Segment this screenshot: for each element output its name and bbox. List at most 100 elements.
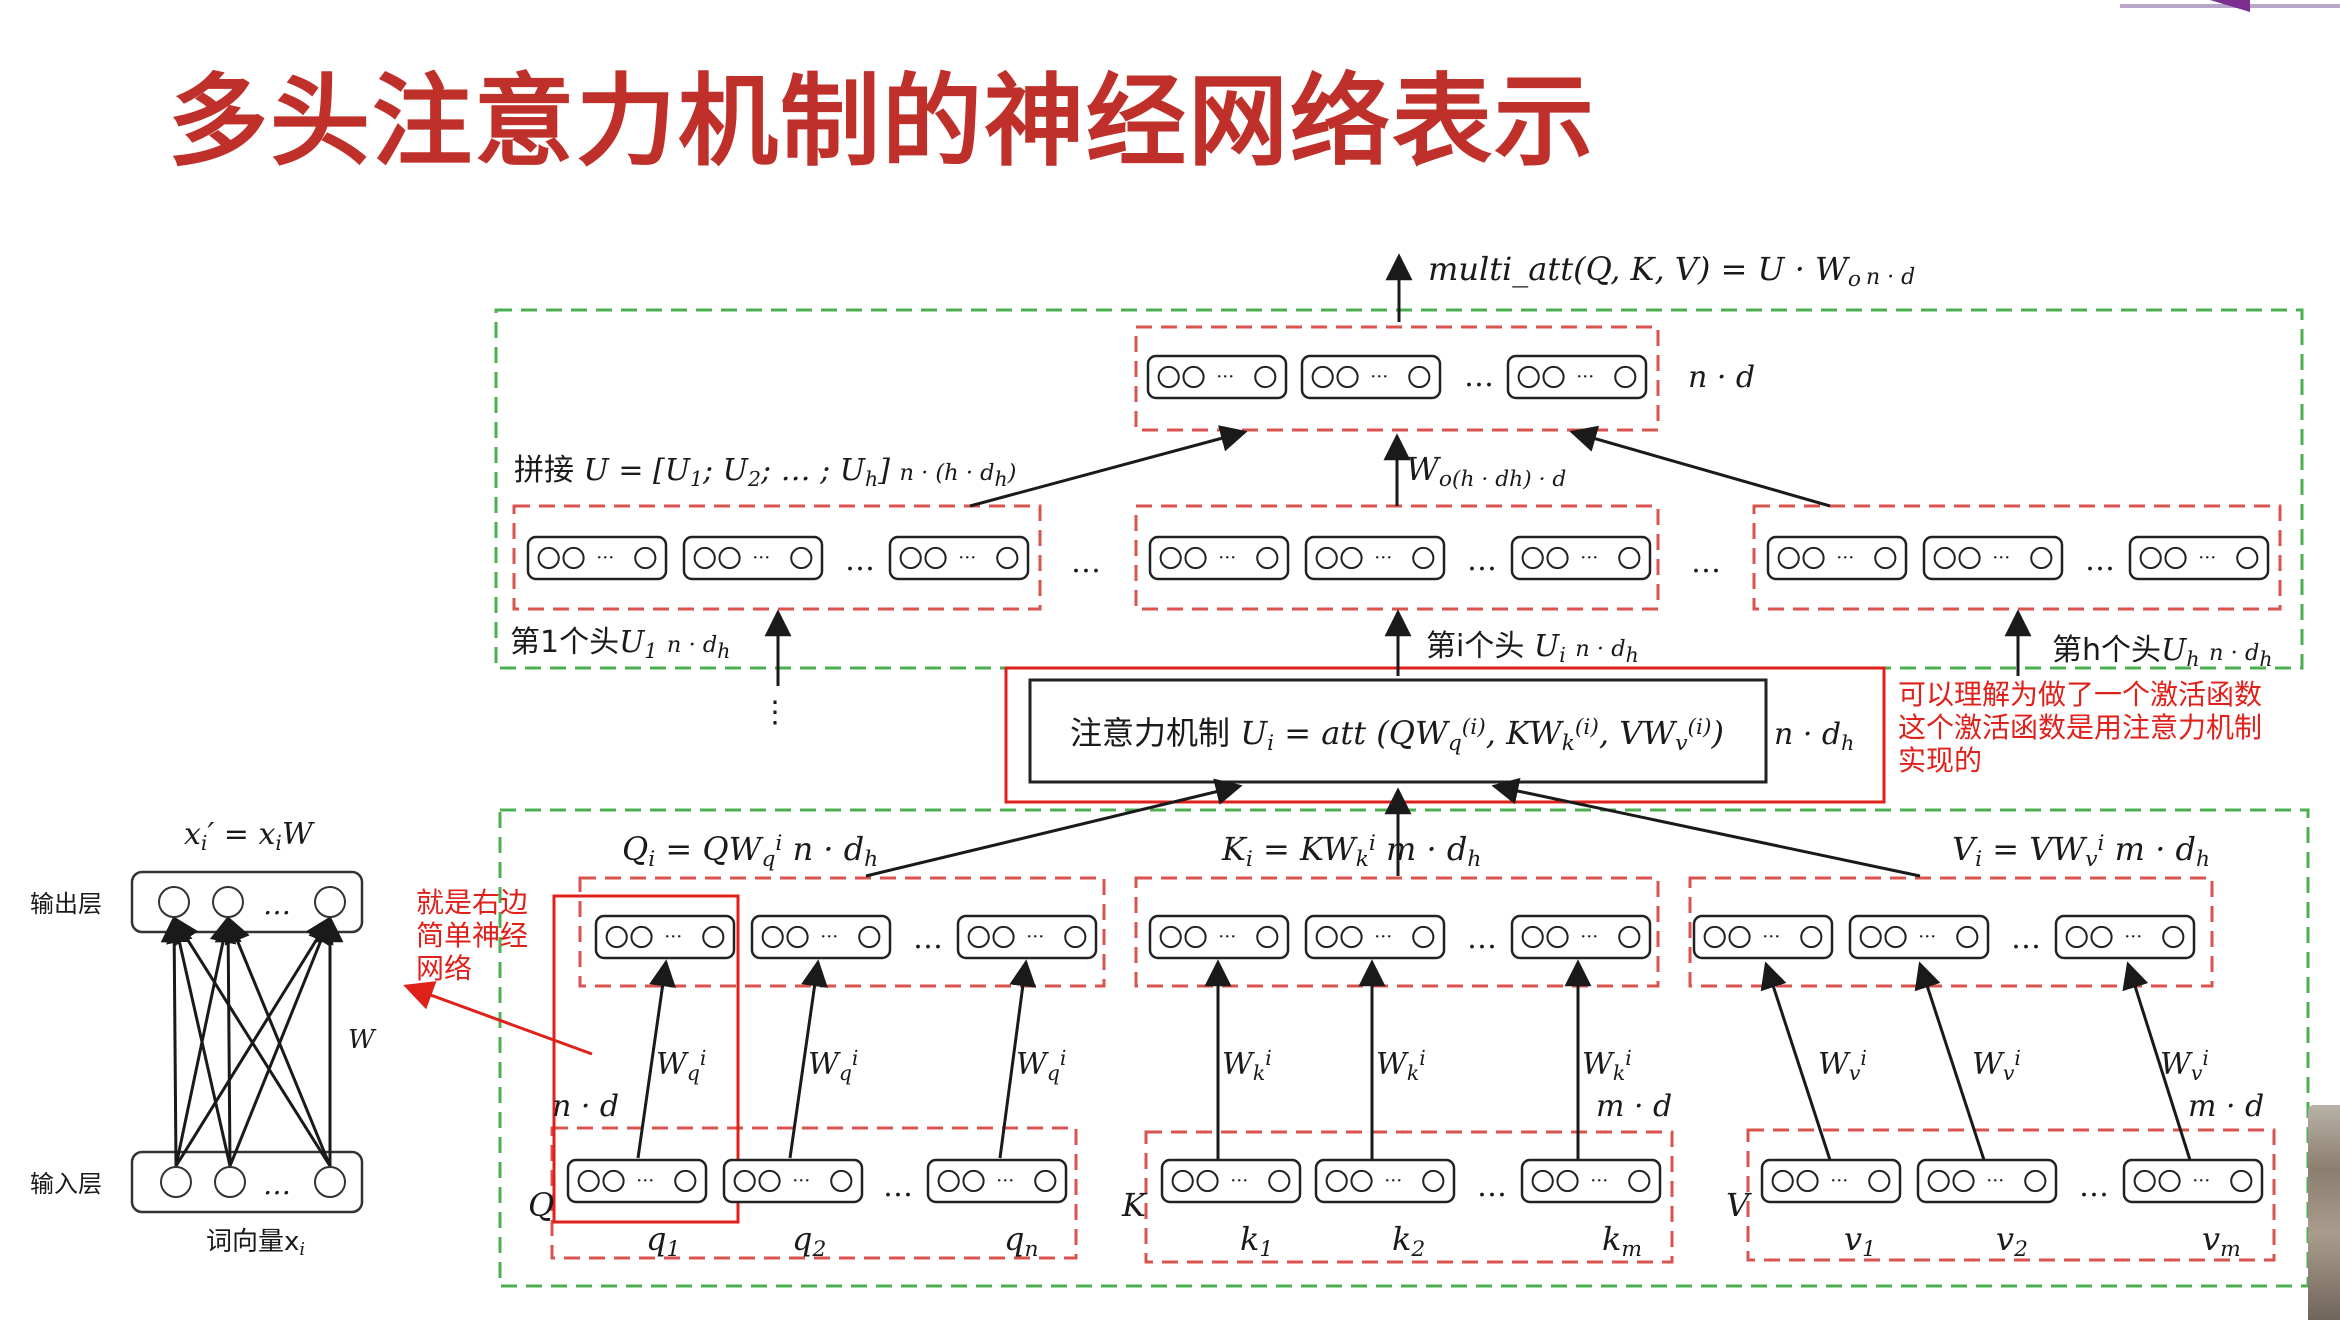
small-net-output-neuron bbox=[314, 886, 346, 918]
neuron-circle bbox=[1311, 365, 1334, 389]
top-block-dim: n · d bbox=[1688, 360, 1755, 395]
input-letter: V bbox=[1726, 1186, 1752, 1224]
neuron-dots: ··· bbox=[1580, 926, 1598, 948]
text-run: 1 bbox=[644, 639, 657, 663]
text-run bbox=[782, 830, 792, 868]
text-run: = QW bbox=[665, 830, 764, 868]
text-run: 第1个头 bbox=[510, 625, 619, 660]
neuron-circle bbox=[1157, 365, 1180, 389]
neuron-dots: ··· bbox=[1986, 1170, 2004, 1192]
head-group-box-3 bbox=[1752, 504, 2282, 611]
node-box-outline bbox=[1692, 914, 1834, 960]
node-box-outline bbox=[1146, 354, 1288, 400]
text-run bbox=[890, 453, 900, 488]
node-box-outline bbox=[1760, 1158, 1902, 1204]
text-run: 1 bbox=[1862, 1237, 1876, 1262]
text-run: 2 bbox=[1410, 1237, 1425, 1262]
neuron-circle bbox=[1884, 925, 1907, 949]
neuron-circle bbox=[1618, 546, 1641, 570]
neuron-circle bbox=[937, 1169, 960, 1193]
projection-weight-label: Wvi bbox=[2160, 1046, 2209, 1085]
small-net-input-neuron bbox=[160, 1166, 192, 1198]
projection-weight-label: Wqi bbox=[1016, 1046, 1066, 1085]
text-run: 简单神经 bbox=[416, 919, 528, 952]
input-token: vm bbox=[2202, 1220, 2241, 1262]
node-box-outline bbox=[682, 535, 824, 581]
text-run: … bbox=[263, 888, 291, 921]
heads-ellipsis-1: … bbox=[1071, 545, 1101, 580]
proj3-node-3: ··· bbox=[2054, 914, 2196, 960]
text-run: k bbox=[1253, 1061, 1265, 1085]
text-run: V bbox=[1726, 1186, 1752, 1224]
node-box-outline bbox=[1304, 914, 1446, 960]
neuron-circle bbox=[924, 546, 947, 570]
node-box-outline bbox=[1510, 914, 1652, 960]
text-run: i bbox=[1860, 1046, 1867, 1070]
input2-node-3: ··· bbox=[1520, 1158, 1662, 1204]
text-run: i bbox=[2202, 1046, 2209, 1070]
text-run: 可以理解为做了一个激活函数 bbox=[1898, 678, 2262, 711]
output-group-box bbox=[1134, 325, 1660, 432]
text-run: W bbox=[1222, 1047, 1255, 1082]
neuron-circle bbox=[1542, 365, 1565, 389]
text-run bbox=[657, 625, 667, 660]
input3-node-1: ··· bbox=[1760, 1158, 1902, 1204]
node-box-outline bbox=[956, 914, 1098, 960]
input1-node-3: ··· bbox=[926, 1158, 1068, 1204]
neuron-dots: ··· bbox=[792, 1170, 810, 1192]
small-net-output-neuron bbox=[212, 886, 244, 918]
text-run: m · d bbox=[1596, 1089, 1672, 1124]
node-box-outline bbox=[526, 535, 668, 581]
small-net-output-neuron bbox=[158, 886, 190, 918]
text-run: 1 bbox=[666, 1237, 680, 1262]
node-box-outline bbox=[1766, 535, 1908, 581]
neuron-dots: ··· bbox=[996, 1170, 1014, 1192]
node-box-outline bbox=[1148, 535, 1290, 581]
headh-label: 第h个头Uh n · dh bbox=[2052, 633, 2273, 671]
neuron-circle bbox=[1064, 925, 1087, 949]
attention-dim: n · dh bbox=[1774, 717, 1854, 755]
presenter-photo-edge bbox=[2308, 1105, 2340, 1320]
text-run: … bbox=[263, 1168, 291, 1201]
head3-node-2: ··· bbox=[1922, 535, 2064, 581]
text-run: v bbox=[1844, 1220, 1862, 1258]
text-run: n · d bbox=[552, 1089, 619, 1124]
text-run: W bbox=[1016, 1047, 1049, 1082]
text-run: , KW bbox=[1486, 714, 1565, 752]
neuron-dots: ··· bbox=[2124, 926, 2142, 948]
text-run: V bbox=[1952, 830, 1978, 868]
text-run: ) bbox=[1007, 460, 1017, 486]
node-box-outline bbox=[1304, 535, 1446, 581]
text-run: U = [U bbox=[584, 453, 692, 488]
annotation-left-line: 就是右边 bbox=[416, 886, 528, 919]
text-run: (i) bbox=[1688, 715, 1712, 740]
neuron-dots: ··· bbox=[1218, 926, 1236, 948]
text-run: h bbox=[865, 467, 878, 491]
proj2-node-2: ··· bbox=[1304, 914, 1446, 960]
input-dim: m · d bbox=[2188, 1089, 2264, 1124]
neuron-circle bbox=[1159, 546, 1182, 570]
text-run: i bbox=[201, 831, 208, 855]
output-ellipsis: … bbox=[1464, 359, 1494, 394]
text-run: k bbox=[1240, 1220, 1259, 1258]
text-run: m · d bbox=[1386, 830, 1467, 868]
neuron-circle bbox=[630, 925, 653, 949]
text-run: QW bbox=[1389, 714, 1451, 752]
text-run: ] bbox=[877, 453, 890, 488]
neuron-dots: ··· bbox=[1830, 1170, 1848, 1192]
text-run: ′ = x bbox=[207, 817, 275, 852]
text-run: 就是右边 bbox=[416, 886, 528, 919]
text-run: q bbox=[1047, 1061, 1060, 1085]
node-box-outline bbox=[1506, 354, 1648, 400]
text-run: , VW bbox=[1599, 714, 1678, 752]
text-run: = KW bbox=[1263, 830, 1359, 868]
neuron-dots: ··· bbox=[1374, 547, 1392, 569]
concat-arrow-right bbox=[1569, 425, 1831, 508]
neuron-circle bbox=[1182, 365, 1205, 389]
input1-node-2: ··· bbox=[722, 1158, 864, 1204]
attention-function-box bbox=[1028, 678, 1768, 784]
neuron-circle bbox=[2162, 925, 2185, 949]
text-run: h bbox=[2259, 647, 2272, 671]
neuron-circle bbox=[786, 925, 809, 949]
neuron-circle bbox=[899, 546, 922, 570]
